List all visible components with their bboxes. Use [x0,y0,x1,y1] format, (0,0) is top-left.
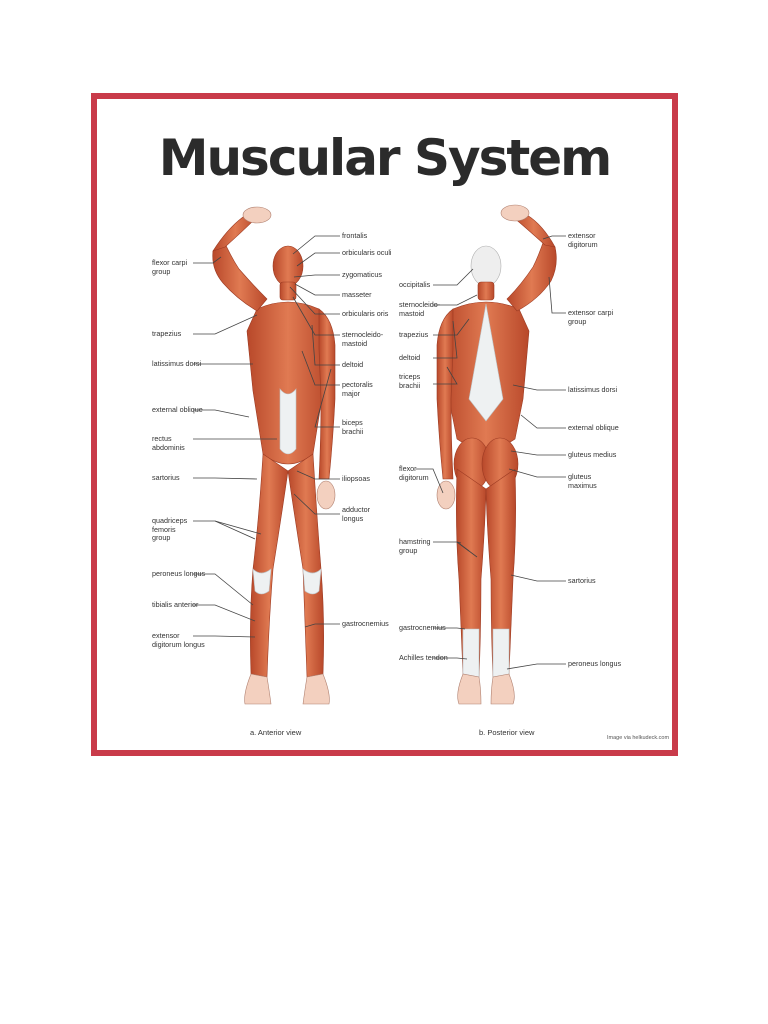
label-pectoralis-major: pectoralis major [342,380,373,398]
posterior-right-foot [490,673,515,705]
posterior-right-achilles [492,628,510,678]
anterior-left-leg [250,453,289,678]
label-sternocleidomastoid-anterior: sternocleido- mastoid [342,330,384,348]
label-masseter: masseter [342,290,372,299]
label-zygomaticus: zygomaticus [342,270,382,279]
label-gluteus-maximus: gluteus maximus [568,472,597,490]
label-iliopsoas: iliopsoas [342,474,370,483]
posterior-left-achilles [462,628,480,678]
posterior-lowered-hand [436,480,456,510]
label-trapezius-anterior: trapezius [152,329,182,338]
label-flexor-carpi-group: flexor carpi group [152,258,188,276]
label-peroneus-longus-posterior: peroneus longus [568,659,622,668]
label-sartorius-posterior: sartorius [568,576,596,585]
anterior-head [272,245,304,287]
label-gastrocnemius-posterior: gastrocnemius [399,623,446,632]
label-frontalis: frontalis [342,231,368,240]
anterior-lowered-hand [316,480,336,510]
label-extensor-carpi-group: extensor carpi group [568,308,614,326]
label-triceps-brachii: triceps brachii [399,372,421,390]
label-extensor-digitorum: extensor digitorum [568,231,598,249]
anterior-abdominal-tendon [279,388,297,455]
label-trapezius-posterior: trapezius [399,330,429,339]
anterior-raised-hand [242,206,272,224]
posterior-left-foot [457,673,482,705]
label-orbicularis-oculi: orbicularis oculi [342,248,392,257]
muscle-figures [193,204,566,705]
anterior-raised-arm [212,238,268,312]
label-rectus-abdominis: rectus abdominis [152,434,185,452]
anterior-figure [212,206,336,705]
label-achilles-tendon: Achilles tendon [399,653,448,662]
label-biceps-brachii: biceps brachii [342,418,364,436]
posterior-head [470,245,502,287]
label-occipitalis: occipitalis [399,280,431,289]
label-latissimus-dorsi-anterior: latissimus dorsi [152,359,202,368]
label-external-oblique-posterior: external oblique [568,423,619,432]
posterior-neck [477,281,495,301]
label-flexor-digitorum: flexor digitorum [399,464,429,482]
label-peroneus-longus-anterior: peroneus longus [152,569,206,578]
label-deltoid-posterior: deltoid [399,353,421,362]
poster-frame: Muscular System [91,93,678,756]
posterior-leader-lines [416,235,566,670]
posterior-back-tendon [468,303,504,422]
label-adductor-longus: adductor longus [342,505,370,523]
anterior-left-foot [244,673,272,705]
anterior-view-caption: a. Anterior view [250,728,302,737]
anterior-right-foot [302,673,330,705]
label-quadriceps-femoris-group: quadriceps femoris group [152,516,188,543]
label-gluteus-medius: gluteus medius [568,450,617,459]
label-latissimus-dorsi-posterior: latissimus dorsi [568,385,618,394]
label-deltoid-anterior: deltoid [342,360,364,369]
posterior-lowered-arm [436,308,454,480]
anterior-lowered-arm [318,308,336,480]
label-sartorius-anterior: sartorius [152,473,180,482]
anterior-neck [279,281,297,301]
poster-title: Muscular System [158,129,613,187]
label-hamstring-group: hamstring group [399,537,431,555]
label-gastrocnemius-anterior: gastrocnemius [342,619,389,628]
posterior-figure [436,204,557,705]
label-orbicularis-oris: orbicularis oris [342,309,389,318]
image-credit: Image via helkudeck.com [607,735,670,741]
posterior-raised-hand [500,204,530,222]
label-extensor-digitorum-longus: extensor digitorum longus [152,631,205,649]
label-sternocleidomastoid-posterior: sternocleido- mastoid [399,300,441,318]
posterior-raised-arm [506,236,557,312]
label-tibialis-anterior: tibialis anterior [152,600,199,609]
anterior-right-knee-tendon [302,568,322,595]
anterior-left-knee-tendon [252,568,272,595]
anterior-leader-lines [193,235,340,638]
posterior-view-caption: b. Posterior view [479,728,535,737]
label-external-oblique-anterior: external oblique [152,405,203,414]
